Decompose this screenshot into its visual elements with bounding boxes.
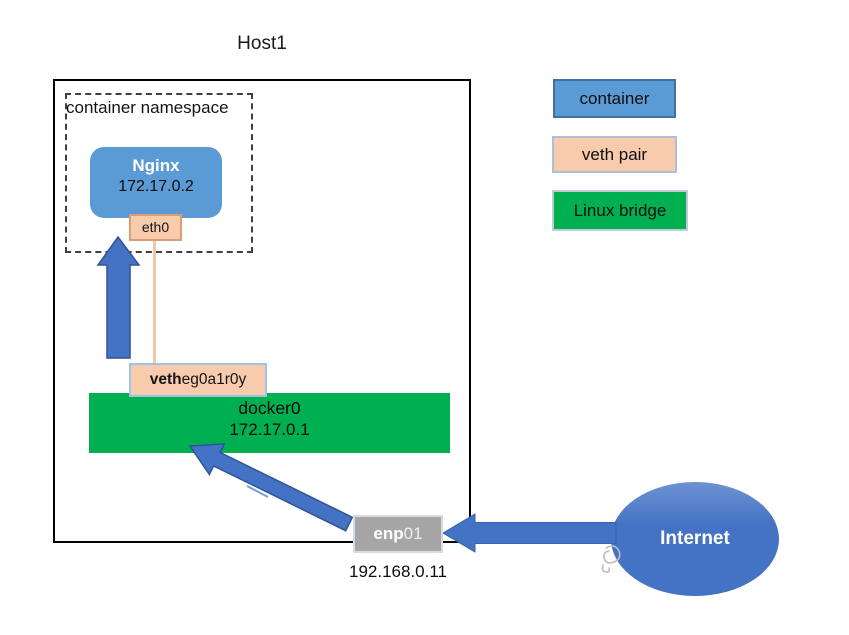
docker0-bridge-name: docker0: [238, 398, 301, 418]
legend-linux-bridge: Linux bridge: [552, 190, 688, 231]
legend-veth-pair: veth pair: [552, 136, 677, 173]
docker0-bridge-node: docker0 172.17.0.1: [89, 393, 450, 453]
internet-label: Internet: [660, 528, 730, 549]
veth-interface-label-bold: veth: [149, 371, 182, 388]
enp01-interface-box: enp01: [353, 515, 443, 553]
container-namespace-label: container namespace: [66, 98, 229, 117]
veth-interface-label-rest: eg0a1r0y: [181, 371, 247, 388]
container-namespace-box: [65, 93, 253, 253]
enp01-ip-label: 192.168.0.11: [349, 562, 447, 581]
docker0-bridge-ip: 172.17.0.1: [229, 420, 310, 439]
eth0-interface-box: eth0: [129, 214, 182, 241]
scribble-doodle: [601, 545, 621, 573]
internet-node: Internet: [611, 482, 779, 596]
nginx-container-ip: 172.17.0.2: [118, 178, 194, 195]
nginx-container-name: Nginx: [132, 156, 180, 175]
enp01-label-rest: 01: [403, 524, 423, 543]
veth-interface-box: vetheg0a1r0y: [129, 363, 267, 397]
legend-container: container: [553, 79, 676, 118]
nginx-container-node: Nginx 172.17.0.2: [90, 147, 222, 218]
host-title: Host1: [237, 33, 287, 54]
enp01-label-bold: enp: [373, 524, 404, 543]
veth-pair-connector-line: [153, 241, 156, 365]
